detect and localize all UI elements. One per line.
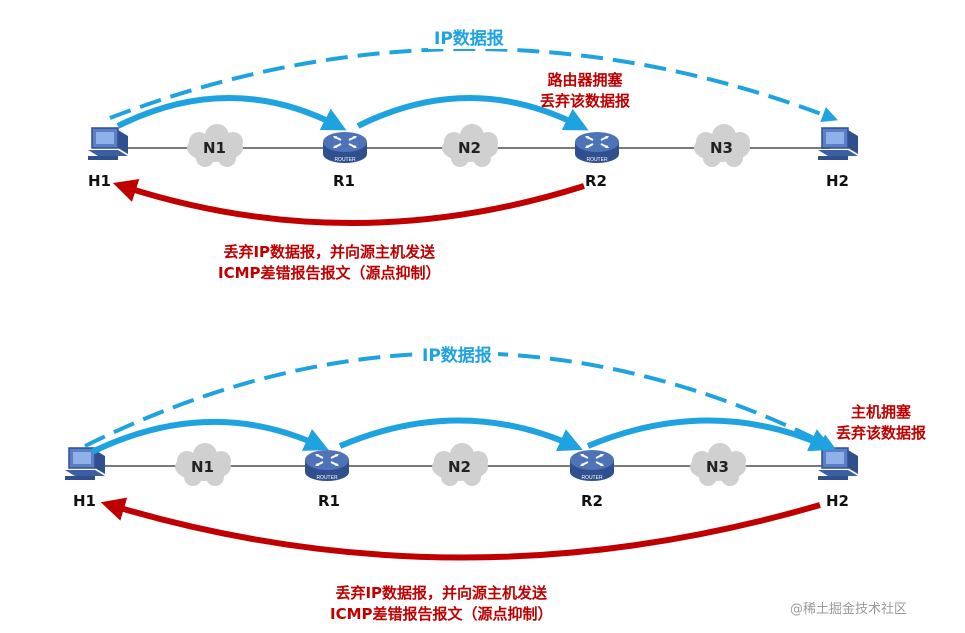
watermark: @稀土掘金技术社区 — [790, 602, 908, 617]
panel-1 — [87, 47, 859, 226]
arrow-h1-r1 — [116, 95, 347, 131]
host-computer-icon — [817, 127, 859, 161]
arrow-r2-h2 — [586, 417, 834, 452]
congestion-label: 主机拥塞 丢弃该数据报 — [836, 402, 926, 444]
node-label-r2: R2 — [581, 492, 603, 510]
arrow-h1-r1 — [90, 419, 329, 455]
arrow-r1-r2 — [356, 95, 589, 131]
network-label-n2: N2 — [458, 139, 481, 157]
congestion-label-line1: 主机拥塞 — [851, 403, 912, 421]
node-label-h1: H1 — [73, 492, 96, 510]
router-label: ROUTER — [334, 157, 356, 163]
arrow-r1-r2 — [338, 417, 583, 452]
icmp-label: 丢弃IP数据报，并向源主机发送 ICMP差错报告报文（源点抑制） — [330, 583, 553, 625]
node-label-r2: R2 — [585, 172, 607, 190]
icmp-label-line1: 丢弃IP数据报，并向源主机发送 — [223, 243, 436, 261]
node-label-h2: H2 — [826, 492, 849, 510]
router-label: ROUTER — [581, 475, 603, 481]
host-computer-icon — [87, 127, 129, 161]
node-label-r1: R1 — [333, 172, 355, 190]
icmp-label-line2: ICMP差错报告报文（源点抑制） — [218, 264, 441, 282]
node-label-r1: R1 — [318, 492, 340, 510]
node-label-h2: H2 — [826, 172, 849, 190]
network-label-n1: N1 — [203, 139, 226, 157]
network-label-n1: N1 — [191, 458, 214, 476]
router-label: ROUTER — [586, 157, 608, 163]
red-return-arrow — [100, 497, 821, 561]
congestion-label-line1: 路由器拥塞 — [547, 71, 623, 89]
dashed-arc-h1-h2 — [109, 47, 838, 123]
icmp-label: 丢弃IP数据报，并向源主机发送 ICMP差错报告报文（源点抑制） — [218, 242, 441, 284]
network-label-n2: N2 — [448, 458, 471, 476]
router-label: ROUTER — [316, 475, 338, 481]
ip-datagram-label: IP数据报 — [416, 341, 498, 366]
congestion-label: 路由器拥塞 丢弃该数据报 — [540, 70, 630, 112]
icmp-label-line2: ICMP差错报告报文（源点抑制） — [330, 605, 553, 623]
icmp-label-line1: 丢弃IP数据报，并向源主机发送 — [335, 584, 548, 602]
congestion-label-line2: 丢弃该数据报 — [836, 424, 927, 442]
host-computer-icon — [817, 447, 859, 481]
red-return-arrow — [112, 179, 585, 226]
node-label-h1: H1 — [88, 172, 111, 190]
network-label-n3: N3 — [710, 139, 733, 157]
congestion-label-line2: 丢弃该数据报 — [540, 92, 631, 110]
panel-2 — [64, 351, 859, 561]
dashed-arc-h1-h2 — [84, 351, 836, 449]
host-computer-icon — [64, 447, 106, 481]
ip-datagram-label: IP数据报 — [428, 24, 510, 49]
network-label-n3: N3 — [706, 458, 729, 476]
